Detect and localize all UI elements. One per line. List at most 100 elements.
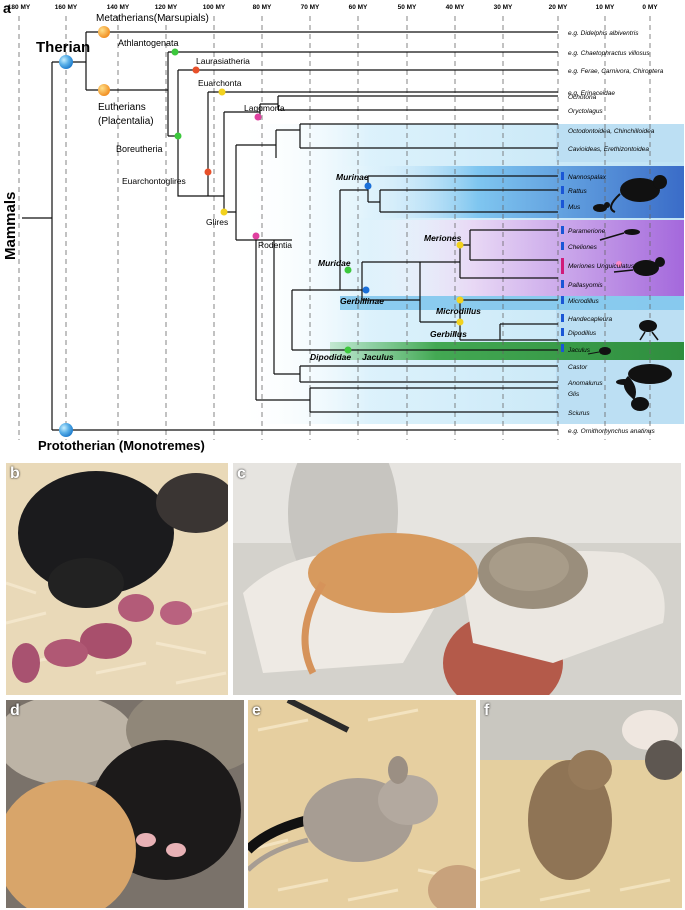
tip-label: Octodontoidea, Chinchilloidea [568, 128, 655, 135]
athlantogenata-label: Athlantogenata [118, 38, 179, 48]
panel-letter-e: e [252, 702, 261, 719]
jaculus-band [330, 342, 684, 360]
muridae-label: Muridae [318, 258, 351, 268]
tip-label: Handecapleura [568, 316, 612, 323]
laurasiatheria-label: Laurasiatheria [196, 56, 250, 66]
gerbillus-label: Gerbillus [430, 329, 467, 339]
euarchontoglires-label: Euarchontoglires [122, 176, 186, 186]
metatherians-label: Metatherians(Marsupials) [96, 13, 209, 24]
tip-label: e.g. Didelphis albiventris [568, 30, 639, 37]
jaculus-clade-label: Jaculus [362, 352, 394, 362]
time-tick-label: 60 MY [349, 4, 368, 11]
jaculus-silhouette [587, 347, 611, 355]
dipodidae-label: Dipodidae [310, 352, 351, 362]
time-tick-label: 70 MY [301, 4, 320, 11]
panel-letter-d: d [10, 702, 20, 719]
meriones-highlight-icon [616, 261, 622, 267]
boreutheria-node [174, 132, 182, 140]
tip-label: e.g. Ferae, Carnivora, Chiroptera [568, 68, 664, 75]
therian-node [59, 55, 73, 69]
tip-label: Microdillus [568, 298, 599, 305]
panel-letter-a: a [3, 0, 11, 16]
eutherians-label: Eutherians [98, 102, 146, 113]
tip-label: Rattus [568, 188, 588, 195]
tip-label: Meriones Unguiculatus [568, 263, 635, 270]
placentalia-label: (Placentalia) [98, 116, 154, 127]
photo-panel-b: b [6, 463, 228, 695]
lagomorfa-node [254, 113, 262, 121]
time-tick-label: 50 MY [398, 4, 417, 11]
photo-panel-e: e [248, 700, 476, 908]
gerbil-silhouette-small [599, 229, 640, 241]
tip-label: e.g. Ornithorhynchus anatinus [568, 428, 655, 435]
time-tick-label: 40 MY [446, 4, 465, 11]
metatherian-node [98, 26, 110, 38]
tip-label: Pallasyomis [568, 282, 603, 289]
euarchontoglires-node [204, 168, 212, 176]
time-tick-label: 100 MY [203, 4, 226, 11]
time-tick-label: 20 MY [549, 4, 568, 11]
photo-panel-d: d [6, 700, 244, 908]
tip-label: Glis [568, 391, 580, 398]
panel-letter-b: b [10, 465, 20, 482]
root-label: Mammals [2, 192, 19, 260]
murinae-node [364, 182, 372, 190]
murinae-label: Murinae [336, 172, 369, 182]
panel-letter-c: c [237, 465, 246, 482]
node-markers [59, 26, 464, 437]
photo-panel-f: f [480, 700, 682, 908]
gerbillus-band [556, 310, 684, 342]
time-tick-label: 160 MY [55, 4, 78, 11]
glires-node [220, 208, 228, 216]
tip-label: e.g. Erinaceidae [568, 90, 615, 97]
animal-silhouettes [587, 175, 672, 411]
therian-label: Therian [36, 39, 90, 56]
boreutheria-label: Boreutheria [116, 144, 163, 154]
tip-label: Cavioideas, Erethizontoidea [568, 146, 649, 153]
gerbil-silhouette-large [613, 257, 665, 276]
tip-label: Nannospalax [568, 174, 607, 181]
rat-silhouette [610, 175, 667, 213]
microdillus-node [456, 296, 464, 304]
glires-label: Glires [206, 217, 228, 227]
eutherian-node [98, 84, 110, 96]
dipodillus-silhouette [639, 320, 659, 341]
tip-label: Castor [568, 364, 588, 371]
time-tick-label: 120 MY [155, 4, 178, 11]
meriones-label: Meriones [424, 233, 462, 243]
rodentia-label: Rodentia [258, 240, 292, 250]
dipodidae-node [344, 346, 352, 354]
tip-label: Anomalurus [567, 380, 603, 387]
tip-label: Dipodillus [568, 330, 597, 337]
tip-label: Ochotona [568, 94, 597, 101]
tip-label: e.g. Chaetophractus villosus [568, 50, 650, 57]
time-tick-label: 0 MY [642, 4, 658, 11]
gerbillinae-node [362, 286, 370, 294]
time-tick-label: 30 MY [494, 4, 513, 11]
athlantogenata-node [171, 48, 179, 56]
tip-label: Oryctolagus [568, 108, 603, 115]
tip-label: Paramerione [568, 228, 606, 235]
muridae-node [344, 266, 352, 274]
time-tick-label: 140 MY [107, 4, 130, 11]
prototherian-node [59, 423, 73, 437]
time-tick-label: 10 MY [596, 4, 615, 11]
tip-label: Mus [568, 204, 581, 211]
prototherian-label: Prototherian (Monotremes) [38, 438, 205, 453]
panel-letter-f: f [484, 702, 490, 719]
microdillus-clade-label: Microdillus [436, 306, 481, 316]
laurasiatheria-node [192, 66, 200, 74]
tip-color-ticks [561, 172, 564, 352]
tree-branches [22, 31, 558, 431]
time-tick-label: 180 MY [8, 4, 31, 11]
photo-panel-c: c [233, 463, 681, 695]
tip-label: Jaculus [567, 347, 591, 354]
lagomorfa-label: Lagomorfa [244, 103, 285, 113]
euarchonta-label: Euarchonta [198, 78, 242, 88]
gerbillinae-label: Gerbillinae [340, 296, 384, 306]
squirrel-silhouette [623, 376, 649, 411]
hystricomorph-band [556, 124, 684, 162]
rodentia-node [252, 232, 260, 240]
meriones-node [456, 241, 464, 249]
